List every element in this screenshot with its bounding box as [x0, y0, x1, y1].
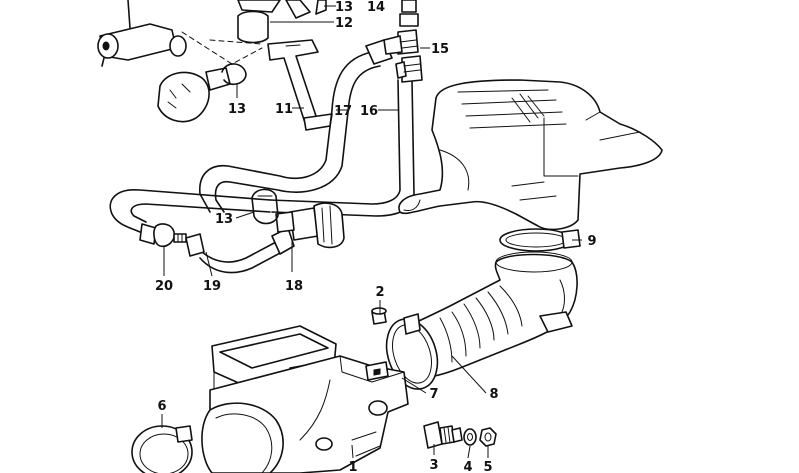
hose-clamp-9: [499, 228, 581, 252]
callout-labels: 1 2 3 4 5 6 7 8 9 11 12 13 13 13 14 15 1…: [155, 0, 597, 473]
hose-clamp-13-top: [221, 63, 247, 86]
hose-19: [185, 227, 295, 274]
hose-loop-left: [109, 189, 271, 245]
callout-6: 6: [157, 399, 166, 414]
callout-12: 12: [335, 16, 353, 31]
idle-valve-part: [97, 0, 187, 67]
hose-clamp-6: [131, 425, 193, 473]
hose-16: [269, 79, 415, 217]
callout-9: 9: [587, 234, 596, 249]
intake-boot-8: [399, 251, 578, 380]
callout-5: 5: [483, 460, 492, 473]
callout-13-top: 13: [335, 0, 353, 15]
callout-16: 16: [360, 104, 378, 119]
callout-13-left: 13: [228, 102, 246, 117]
callout-13-mid: 13: [215, 212, 233, 227]
air-flow-meter-1: [201, 325, 409, 473]
hose-connector-top: [237, 0, 327, 44]
callout-11: 11: [275, 102, 293, 117]
callout-18: 18: [285, 279, 303, 294]
hose-clamp-13-mid: [251, 188, 279, 225]
callout-2: 2: [375, 285, 384, 300]
grommet-2: [371, 307, 387, 325]
tee-connector-15: [383, 29, 423, 83]
callout-1: 1: [348, 460, 357, 473]
sensor-3: [423, 421, 463, 449]
callout-20: 20: [155, 279, 173, 294]
valve-rubber-mount: [157, 67, 231, 123]
callout-7: 7: [429, 387, 438, 402]
callout-3: 3: [429, 458, 438, 473]
leader-lines: [161, 5, 582, 459]
air-filter-housing: [398, 79, 663, 231]
nut-5: [479, 427, 497, 447]
callout-4: 4: [463, 460, 472, 473]
callout-15: 15: [431, 42, 449, 57]
washer-4: [463, 428, 477, 446]
connector-20: [153, 223, 187, 248]
callout-14: 14: [367, 0, 385, 15]
valve-18: [275, 202, 345, 249]
check-valve-14: [399, 0, 419, 27]
callout-19: 19: [203, 279, 221, 294]
callout-17: 17: [334, 104, 352, 119]
callout-8: 8: [489, 387, 498, 402]
